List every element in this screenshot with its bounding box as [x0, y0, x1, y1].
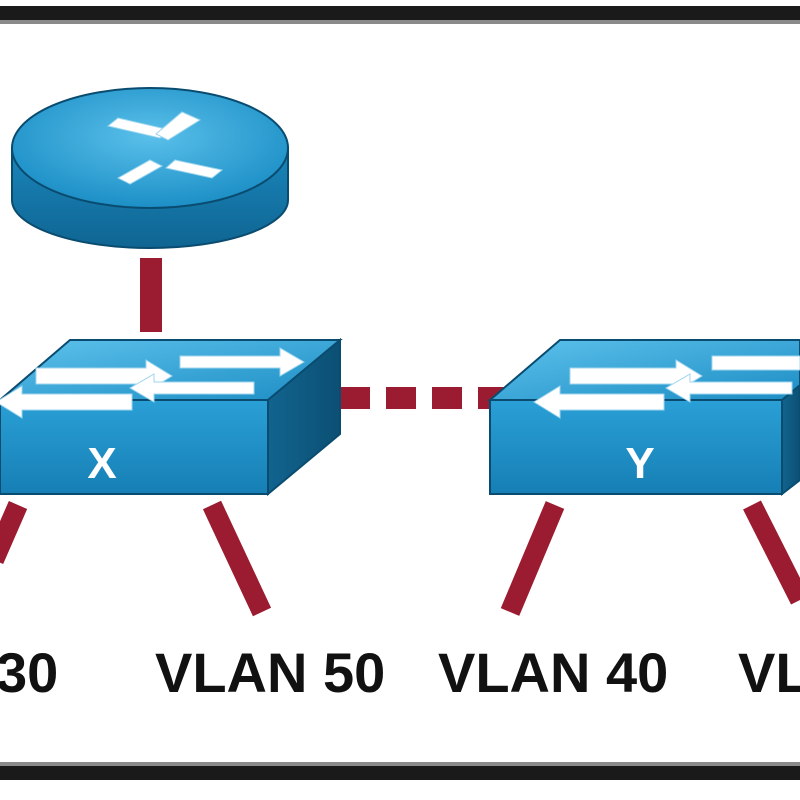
frame-bottom [0, 766, 800, 780]
switch-x-label: X [87, 439, 116, 488]
link-y-right-vlan [743, 500, 800, 605]
vlan-label-right-partial: VL [738, 641, 800, 704]
frame-top [0, 6, 800, 20]
frame-bottom-shadow [0, 762, 800, 766]
switch-y-icon: Y [487, 339, 800, 497]
frame-top-shadow [0, 20, 800, 24]
switch-x-icon: X [0, 337, 343, 497]
link-x-left-vlan [0, 501, 28, 564]
link-x-vlan-50 [202, 500, 272, 617]
vlan-label-vlan-40: VLAN 40 [438, 641, 668, 704]
link-y-vlan-40 [500, 501, 565, 616]
vlan-label-left-partial: 30 [0, 641, 58, 704]
switch-y-label: Y [625, 439, 654, 488]
router-icon [11, 87, 289, 249]
link-router-to-switch-x [140, 258, 162, 332]
vlan-label-vlan-50: VLAN 50 [155, 641, 385, 704]
